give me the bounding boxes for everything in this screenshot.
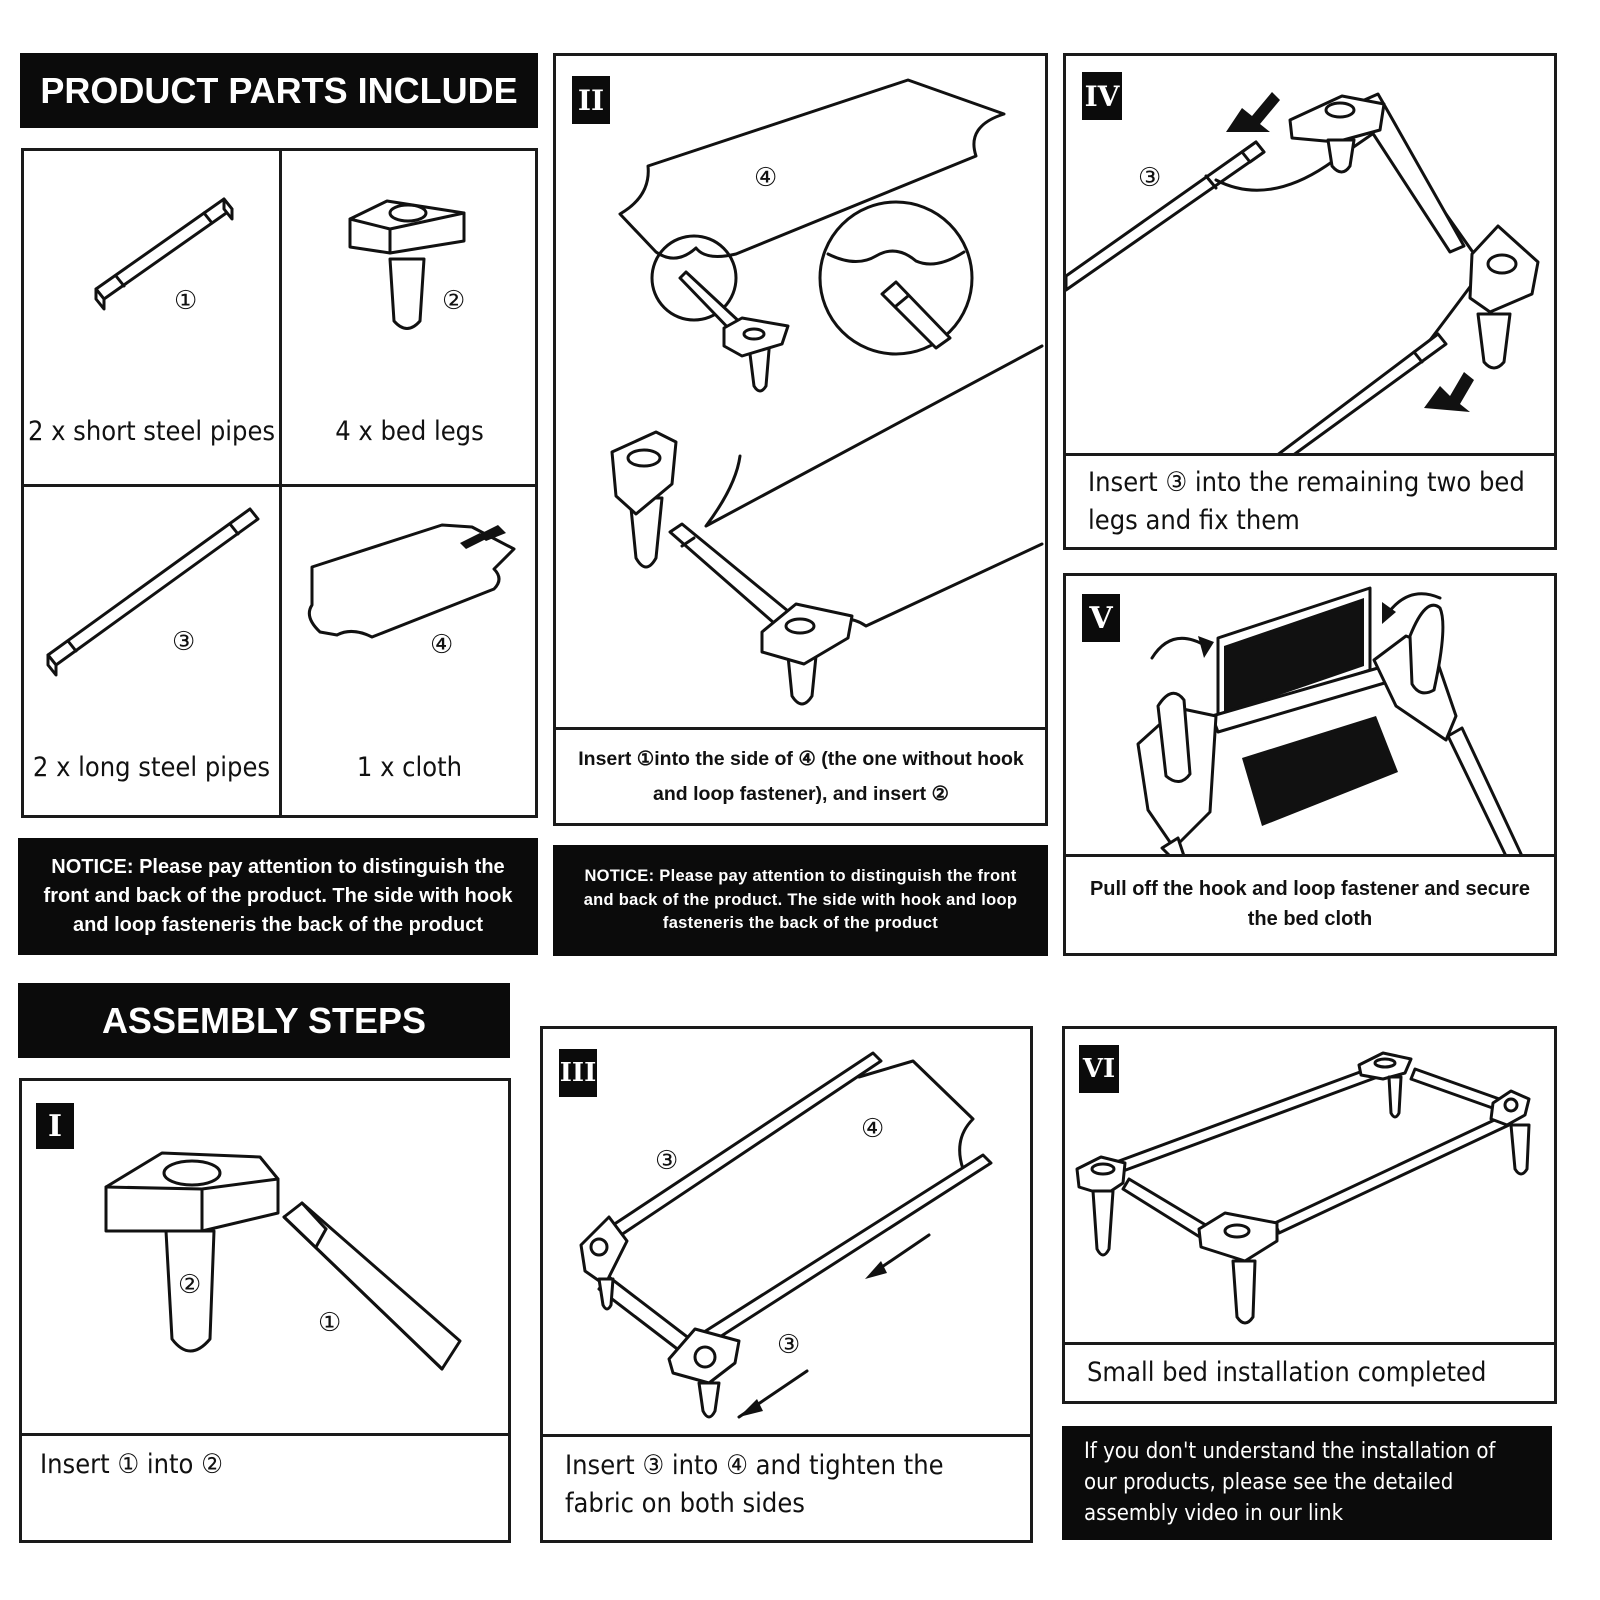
step-caption: Insert ①into the side of ④ (the one with… — [578, 748, 1024, 806]
footer-note: If you don't understand the installation… — [1062, 1426, 1552, 1540]
step-3-panel: III ③ ④ ③ Insert ③ into ④ and tighten th… — [540, 1026, 1033, 1543]
step-5-panel: V Pull off the hook and loop fastener an… — [1063, 573, 1557, 956]
caption-divider — [1066, 453, 1554, 456]
parts-grid: ① 2 x short steel pipes ② 4 x bed legs ③… — [21, 148, 538, 818]
step-caption: Insert ③ into the remaining two bed legs… — [1088, 467, 1525, 536]
step-4-panel: IV ③ Insert ③ into the remaining two bed… — [1063, 53, 1557, 550]
marker-4: ④ — [430, 630, 453, 660]
part-label: 4 x bed legs — [335, 416, 484, 447]
marker: ③ — [1138, 163, 1161, 193]
marker: ① — [318, 1308, 341, 1338]
step-2-notice: NOTICE: Please pay attention to distingu… — [553, 845, 1048, 956]
step-numeral: IV — [1082, 72, 1122, 120]
step-1-illustration: ② ① — [22, 1081, 508, 1436]
marker-1: ① — [174, 286, 197, 316]
grid-divider-h — [24, 484, 535, 487]
step-1-panel: I ② ① Insert ① into ② — [19, 1078, 511, 1543]
marker: ③ — [655, 1146, 678, 1176]
marker: ② — [178, 1270, 201, 1300]
marker-2: ② — [442, 286, 465, 316]
step-numeral: II — [572, 76, 610, 124]
step-2-illustration: ④ — [556, 56, 1045, 726]
caption-divider — [1065, 1342, 1554, 1345]
step-numeral: V — [1082, 594, 1120, 642]
step-caption: Pull off the hook and loop fastener and … — [1089, 878, 1531, 930]
step-6-panel: VI Small bed installation completed — [1062, 1026, 1557, 1404]
part-cloth: ④ 1 x cloth — [282, 487, 537, 815]
step-numeral: VI — [1079, 1045, 1119, 1093]
step-numeral: I — [36, 1103, 74, 1149]
parts-banner: PRODUCT PARTS INCLUDE — [20, 53, 538, 128]
caption-divider — [1066, 854, 1554, 857]
short-pipe-icon: ① — [24, 151, 279, 316]
step-2-panel: II ④ Insert ①into the side of ④ (the one… — [553, 53, 1048, 826]
step-4-illustration: ③ — [1066, 92, 1554, 456]
part-label: 2 x long steel pipes — [32, 752, 271, 783]
grid-divider-v — [279, 151, 282, 815]
marker: ④ — [754, 163, 777, 193]
part-bed-leg: ② 4 x bed legs — [282, 151, 537, 484]
marker-3: ③ — [172, 627, 195, 657]
step-5-illustration — [1066, 576, 1554, 856]
caption-divider — [556, 727, 1045, 730]
step-caption: Insert ③ into ④ and tighten the fabric o… — [565, 1450, 944, 1519]
bed-leg-icon: ② — [282, 151, 537, 484]
step-3-illustration: ③ ④ ③ — [543, 1029, 1030, 1434]
part-label: 2 x short steel pipes — [27, 416, 276, 447]
assembly-banner: ASSEMBLY STEPS — [18, 983, 510, 1058]
long-pipe-icon: ③ — [24, 487, 279, 815]
part-label: 1 x cloth — [356, 752, 463, 783]
part-long-pipe: ③ 2 x long steel pipes — [24, 487, 279, 815]
part-short-pipe: ① 2 x short steel pipes — [24, 151, 279, 484]
parts-notice: NOTICE: Please pay attention to distingu… — [18, 838, 538, 955]
caption-divider — [543, 1434, 1030, 1437]
cloth-icon: ④ — [282, 487, 537, 660]
step-caption: Insert ① into ② — [40, 1449, 223, 1480]
marker: ③ — [777, 1330, 800, 1360]
step-6-illustration — [1065, 1029, 1554, 1343]
step-caption: Small bed installation completed — [1087, 1357, 1487, 1388]
caption-divider — [22, 1433, 508, 1436]
step-numeral: III — [559, 1049, 597, 1097]
marker: ④ — [861, 1114, 884, 1144]
